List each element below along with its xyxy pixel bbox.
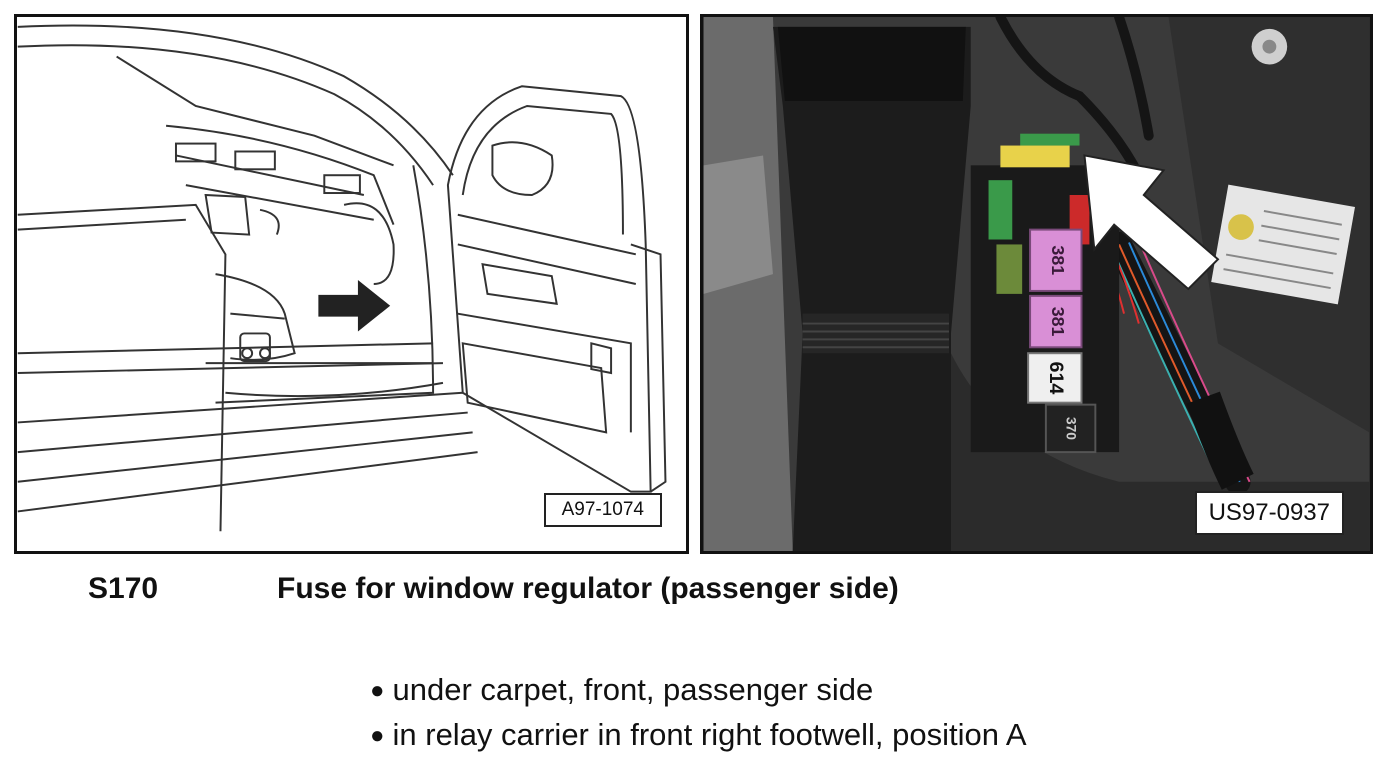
relay-group: [1027, 228, 1097, 454]
relay-label: 614: [1045, 361, 1067, 394]
bullet-icon: ●: [370, 722, 385, 749]
location-list: ● under carpet, front, passenger side ● in…: [370, 668, 1027, 758]
location-arrow: [1083, 154, 1220, 291]
component-id: S170: [88, 572, 159, 605]
bullet-icon: ●: [370, 677, 385, 704]
location-text: in relay carrier in front right footwell…: [392, 717, 1027, 752]
location-text: under carpet, front, passenger side: [392, 672, 874, 707]
relay-carrier-photo: 381 381 614 370 US97-0937: [700, 14, 1373, 554]
relay-label: 370: [1064, 417, 1080, 440]
figure-reference-label: US97-0937: [1194, 491, 1344, 535]
relay-label: 381: [1048, 307, 1068, 337]
figure-reference-label: A97-1074: [543, 493, 662, 527]
list-item: ● in relay carrier in front right footwel…: [370, 713, 1027, 758]
location-arrow: [318, 279, 391, 332]
relay-label: 381: [1048, 245, 1068, 275]
footwell-photo-illustration: 381 381 614 370: [703, 17, 1370, 551]
car-interior-drawing: A97-1074: [14, 14, 689, 554]
list-item: ● under carpet, front, passenger side: [370, 668, 1027, 713]
component-description: Fuse for window regulator (passenger sid…: [277, 572, 899, 605]
car-door-illustration: [17, 24, 667, 532]
